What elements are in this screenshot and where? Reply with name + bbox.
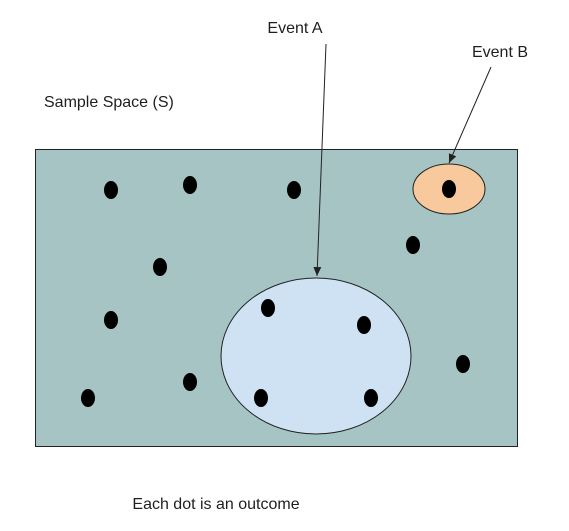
outcome-dot xyxy=(287,181,301,199)
outcome-dot xyxy=(81,389,95,407)
outcome-dot xyxy=(364,389,378,407)
outcome-dot xyxy=(153,258,167,276)
outcome-dots-event-a xyxy=(254,299,378,407)
event-b-arrow xyxy=(448,66,492,164)
event-a-arrow xyxy=(313,43,327,277)
outcome-dot xyxy=(183,373,197,391)
outcome-dot xyxy=(261,299,275,317)
outcome-dot xyxy=(254,389,268,407)
outcome-dot xyxy=(442,180,456,198)
outcome-dot xyxy=(406,236,420,254)
event-a-label: Event A xyxy=(267,20,322,37)
event-b-label: Event B xyxy=(472,44,528,61)
outcome-dots-outside xyxy=(81,176,470,407)
outcome-dots-event-b xyxy=(442,180,456,198)
outcome-dot xyxy=(456,355,470,373)
outcome-dot xyxy=(183,176,197,194)
outcome-dot xyxy=(104,311,118,329)
diagram-caption: Each dot is an outcome xyxy=(132,496,299,513)
event-a-region xyxy=(220,277,412,435)
sample-space-label: Sample Space (S) xyxy=(44,94,174,111)
outcome-dot xyxy=(357,316,371,334)
outcome-dot xyxy=(104,181,118,199)
